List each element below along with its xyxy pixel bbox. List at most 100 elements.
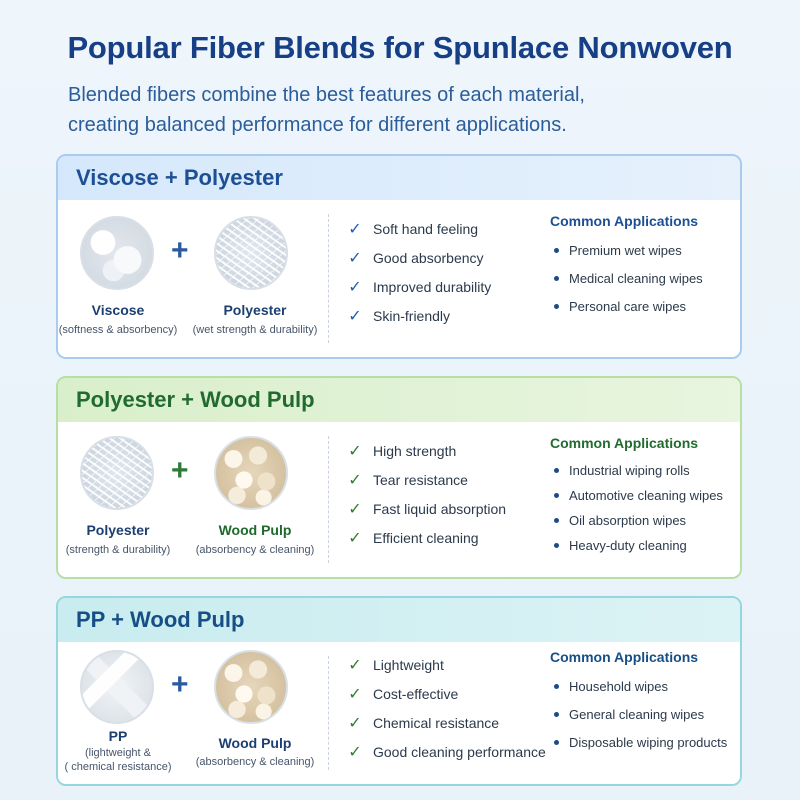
material-name: PP (108, 728, 128, 744)
blend-card-viscose-polyester: Viscose + Polyester + Viscose (softness … (56, 154, 742, 359)
application-item: Medical cleaning wipes (550, 264, 703, 292)
check-icon: ✓ (348, 278, 362, 296)
bullet-icon (554, 711, 559, 717)
application-label: Oil absorption wipes (569, 513, 687, 528)
bullet-icon (554, 468, 559, 473)
material-name: Wood Pulp (218, 735, 292, 751)
feature-label: Improved durability (373, 278, 492, 295)
plus-icon: + (171, 234, 189, 267)
material-name: Polyester (223, 302, 287, 318)
application-item: Industrial wiping rolls (550, 458, 723, 483)
applications-title: Common Applications (550, 435, 699, 451)
polyester-fiber-icon (214, 216, 288, 290)
application-item: Disposable wiping products (550, 728, 727, 756)
wood-pulp-icon (214, 436, 288, 510)
subtitle-line-2: creating balanced performance for differ… (68, 114, 567, 136)
application-label: Personal care wipes (569, 298, 687, 314)
feature-label: Good absorbency (373, 249, 484, 266)
feature-item: ✓ Lightweight (345, 650, 546, 679)
page-title: Popular Fiber Blends for Spunlace Nonwov… (67, 30, 733, 65)
check-icon: ✓ (348, 442, 362, 460)
application-item: Premium wet wipes (550, 236, 703, 264)
material-desc: (absorbency & cleaning) (195, 756, 315, 768)
feature-item: ✓ Fast liquid absorption (345, 494, 506, 523)
application-label: Industrial wiping rolls (569, 463, 690, 478)
check-icon: ✓ (348, 529, 362, 547)
feature-label: Chemical resistance (373, 714, 500, 731)
material-desc: (softness & absorbency) (58, 324, 178, 336)
feature-label: Skin-friendly (373, 307, 451, 324)
feature-label: Good cleaning performance (373, 743, 546, 760)
feature-label: Lightweight (373, 656, 444, 673)
check-icon: ✓ (348, 500, 362, 518)
material-desc: (lightweight & ( chemical resistance) (58, 746, 178, 774)
feature-item: ✓Soft hand feeling (345, 214, 491, 243)
feature-label: High strength (373, 442, 457, 459)
blend-body: + Polyester (strength & durability) Wood… (58, 422, 740, 577)
application-item: Household wipes (550, 672, 727, 700)
plus-icon: + (171, 668, 189, 701)
blend-title: Viscose + Polyester (58, 156, 740, 200)
feature-item: ✓ Good absorbency (345, 243, 491, 272)
material-desc: (absorbency & cleaning) (195, 544, 315, 556)
application-label: Heavy-duty cleaning (569, 538, 687, 553)
applications-title: Common Applications (550, 213, 699, 229)
application-item: Personal care wipes (550, 292, 703, 320)
bullet-icon (554, 739, 559, 745)
material-desc: (strength & durability) (65, 544, 171, 556)
check-icon: ✓ (348, 656, 362, 674)
application-item: General cleaning wipes (550, 700, 727, 728)
plus-icon: + (171, 454, 189, 487)
material-desc-line: (lightweight & (84, 747, 152, 759)
feature-label: Soft hand feeling (373, 220, 479, 237)
blend-title: PP + Wood Pulp (58, 598, 740, 642)
bullet-icon (554, 493, 559, 498)
page-subtitle: Blended fibers combine the best features… (68, 80, 768, 140)
feature-item: ✓ Efficient cleaning (345, 523, 506, 552)
applications: Common Applications Premium wet wipes Me… (550, 210, 703, 320)
blend-card-polyester-wood-pulp: Polyester + Wood Pulp + Polyester (stren… (56, 376, 742, 579)
bullet-icon (554, 543, 559, 548)
application-item: Heavy-duty cleaning (550, 533, 723, 558)
material-name: Viscose (91, 302, 145, 318)
viscose-fiber-icon (80, 216, 154, 290)
material-name: Wood Pulp (218, 522, 292, 538)
feature-list: ✓ Lightweight ✓Cost-effective ✓ Chemical r… (345, 650, 546, 766)
check-icon: ✓ (348, 714, 362, 732)
feature-item: ✓Cost-effective (345, 679, 546, 708)
check-icon: ✓ (348, 471, 362, 489)
feature-label: Efficient cleaning (373, 529, 479, 546)
application-label: Premium wet wipes (569, 242, 682, 258)
check-icon: ✓ (348, 743, 362, 761)
applications: Common Applications Household wipes Gene… (550, 646, 727, 756)
divider (328, 436, 329, 563)
application-label: General cleaning wipes (569, 706, 705, 722)
application-label: Disposable wiping products (569, 734, 728, 750)
feature-item: ✓ High strength (345, 436, 506, 465)
bullet-icon (554, 683, 559, 689)
material-desc: (wet strength & durability) (192, 324, 318, 336)
check-icon: ✓ (348, 249, 362, 267)
blend-card-pp-wood-pulp: PP + Wood Pulp + PP (lightweight & ( che… (56, 596, 742, 786)
blend-body: + Viscose (softness & absorbency) Polyes… (58, 200, 740, 357)
feature-item: ✓ Tear resistance (345, 465, 506, 494)
feature-list: ✓ High strength ✓ Tear resistance ✓ Fast li… (345, 436, 506, 552)
bullet-icon (554, 247, 559, 253)
feature-item: ✓ Good cleaning performance (345, 737, 546, 766)
feature-label: Fast liquid absorption (373, 500, 507, 517)
divider (328, 214, 329, 343)
pp-fiber-icon (80, 650, 154, 724)
applications-title: Common Applications (550, 649, 699, 665)
bullet-icon (554, 275, 559, 281)
application-label: Household wipes (569, 678, 669, 694)
check-icon: ✓ (348, 307, 362, 325)
feature-item: ✓ Improved durability (345, 272, 491, 301)
feature-item: ✓ Skin-friendly (345, 301, 491, 330)
wood-pulp-icon (214, 650, 288, 724)
bullet-icon (554, 518, 559, 523)
feature-label: Tear resistance (373, 471, 468, 488)
application-label: Automotive cleaning wipes (569, 488, 723, 503)
applications: Common Applications Industrial wiping ro… (550, 432, 723, 558)
bullet-icon (554, 303, 559, 309)
blend-body: + PP (lightweight & ( chemical resistanc… (58, 642, 740, 784)
